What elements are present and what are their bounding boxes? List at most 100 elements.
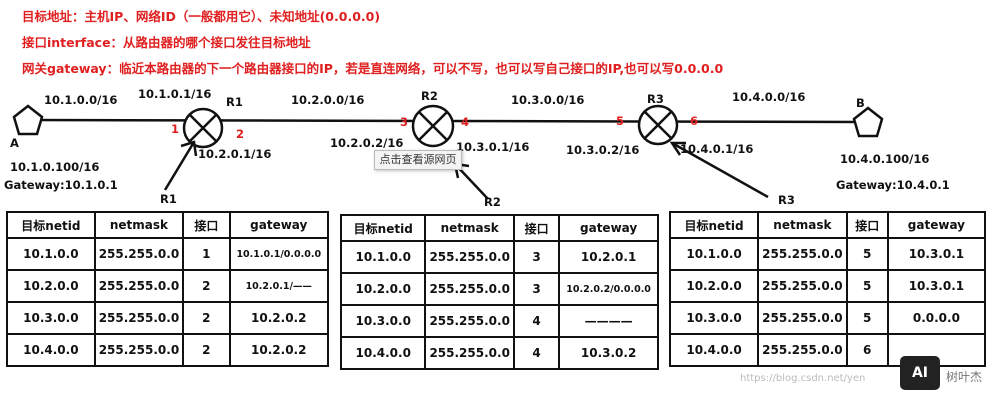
cell-netmask: 255.255.0.0 (424, 240, 515, 274)
cell-netid: 10.1.0.0 (339, 240, 427, 274)
cell-netid: 10.3.0.0 (6, 301, 96, 335)
cell-interface: 4 (512, 336, 561, 370)
cell-gateway: 10.2.0.1/—— (228, 269, 329, 303)
cell-interface: 2 (182, 333, 231, 367)
col-interface: 接口 (182, 211, 231, 239)
network-3-label: 10.3.0.0/16 (511, 93, 585, 107)
col-gateway: gateway (886, 211, 987, 239)
cell-gateway: 0.0.0.0 (886, 301, 987, 335)
router-r3-if2: 6 (690, 114, 699, 128)
table-arrows (163, 140, 769, 200)
cell-netmask: 255.255.0.0 (93, 333, 185, 367)
router-r2-if1: 3 (400, 115, 409, 129)
cell-netmask: 255.255.0.0 (757, 333, 848, 367)
cell-netmask: 255.255.0.0 (424, 336, 515, 370)
note-destination: 目标地址：主机IP、网络ID（一般都用它）、未知地址(0.0.0.0) (22, 9, 381, 24)
cell-interface: 5 (845, 237, 889, 271)
cell-netid: 10.4.0.0 (668, 333, 760, 367)
cell-interface: 6 (845, 333, 889, 367)
router-r3-ip1: 10.3.0.2/16 (566, 143, 640, 157)
cell-gateway: 10.1.0.1/0.0.0.0 (228, 237, 329, 271)
cell-netid: 10.4.0.0 (6, 333, 96, 367)
cell-interface: 3 (512, 240, 561, 274)
cell-netmask: 255.255.0.0 (424, 304, 515, 338)
router-r1-name: R1 (226, 95, 243, 109)
col-netid: 目标netid (339, 214, 427, 242)
router-r1-if2: 2 (236, 127, 245, 141)
cell-gateway: 10.2.0.2/0.0.0.0 (558, 272, 659, 306)
cell-netmask: 255.255.0.0 (93, 237, 185, 271)
brand-name: 树叶杰 (946, 370, 983, 384)
host-a-icon (12, 104, 44, 136)
router-r1-ip2: 10.2.0.1/16 (198, 147, 272, 161)
router-r1-if1: 1 (171, 122, 180, 136)
router-r3-if1: 5 (616, 114, 625, 128)
router-r2-icon (411, 104, 455, 148)
col-gateway: gateway (558, 214, 659, 242)
cell-gateway: 10.3.0.1 (886, 269, 987, 303)
cell-gateway: 10.3.0.2 (558, 336, 659, 370)
router-r3-ip2: 10.4.0.1/16 (680, 142, 754, 156)
host-a-ip: 10.1.0.100/16 (10, 160, 100, 174)
cell-interface: 2 (182, 269, 231, 303)
cell-netmask: 255.255.0.0 (757, 269, 848, 303)
col-gateway: gateway (228, 211, 329, 239)
note-interface: 接口interface：从路由器的哪个接口发往目标地址 (22, 35, 311, 50)
col-netmask: netmask (93, 211, 185, 239)
view-source-tooltip[interactable]: 点击查看源网页 (374, 150, 462, 170)
cell-netid: 10.1.0.0 (6, 237, 96, 271)
cell-netmask: 255.255.0.0 (93, 269, 185, 303)
router-r3-name: R3 (647, 92, 664, 106)
cell-interface: 5 (845, 301, 889, 335)
host-a-gateway: Gateway:10.1.0.1 (4, 178, 118, 192)
cell-netmask: 255.255.0.0 (93, 301, 185, 335)
network-1-label: 10.1.0.0/16 (44, 93, 118, 107)
cell-netid: 10.4.0.0 (339, 336, 427, 370)
cell-netmask: 255.255.0.0 (757, 237, 848, 271)
network-4-label: 10.4.0.0/16 (732, 90, 806, 104)
router-r2-ip2: 10.3.0.1/16 (456, 140, 530, 154)
router-r3-icon (637, 104, 679, 146)
cell-gateway: 10.3.0.1 (886, 237, 987, 271)
cell-gateway: 10.2.0.2 (228, 301, 329, 335)
router-r1-icon (182, 107, 224, 149)
cell-gateway: 10.2.0.1 (558, 240, 659, 274)
host-b-icon (852, 106, 884, 138)
cell-netid: 10.2.0.0 (6, 269, 96, 303)
cell-interface: 3 (512, 272, 561, 306)
col-netid: 目标netid (6, 211, 96, 239)
cell-gateway: ———— (558, 304, 659, 338)
cell-netid: 10.3.0.0 (668, 301, 760, 335)
network-2-label: 10.2.0.0/16 (291, 93, 365, 107)
cell-interface: 1 (182, 237, 231, 271)
col-netmask: netmask (757, 211, 848, 239)
brand-logo: AI (900, 356, 940, 390)
router-r2-ip1: 10.2.0.2/16 (330, 136, 404, 150)
router-r1-table-label: R1 (160, 192, 177, 206)
cell-netid: 10.1.0.0 (668, 237, 760, 271)
cell-netmask: 255.255.0.0 (424, 272, 515, 306)
note-gateway: 网关gateway：临近本路由器的下一个路由器接口的IP，若是直连网络，可以不写… (22, 61, 724, 76)
router-r2-table-label: R2 (484, 195, 501, 209)
host-b-label: B (856, 96, 865, 110)
col-netid: 目标netid (668, 211, 760, 239)
cell-interface: 4 (512, 304, 561, 338)
cell-interface: 5 (845, 269, 889, 303)
router-r1-ip1: 10.1.0.1/16 (138, 87, 212, 101)
host-b-ip: 10.4.0.100/16 (840, 152, 930, 166)
cell-netid: 10.2.0.0 (668, 269, 760, 303)
